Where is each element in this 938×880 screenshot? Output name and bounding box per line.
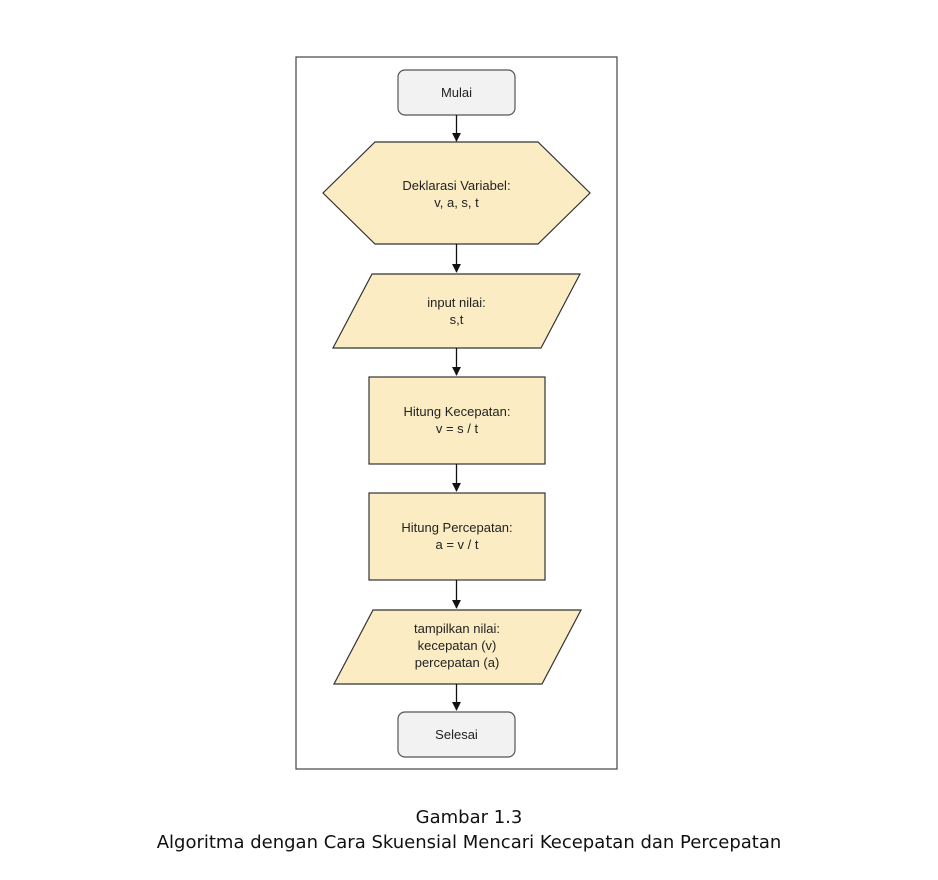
end-terminal: Selesai [397, 711, 516, 758]
start-terminal: Mulai [397, 69, 516, 116]
process-speed-node: Hitung Kecepatan: v = s / t [368, 376, 546, 465]
figure-number: Gambar 1.3 [415, 807, 523, 828]
process-accel-label-line-1: Hitung Percepatan: [401, 520, 512, 535]
end-label: Selesai [435, 727, 478, 742]
output-label-line-2: kecepatan (v) [418, 638, 497, 653]
input-node: input nilai: s,t [332, 273, 581, 349]
output-node: tampilkan nilai: kecepatan (v) percepata… [333, 609, 582, 685]
input-label-line-1: input nilai: [427, 295, 486, 310]
process-accel-label-line-2: a = v / t [436, 537, 479, 552]
declaration-label-line-1: Deklarasi Variabel: [402, 178, 510, 193]
diagram-frame [295, 56, 618, 770]
start-label: Mulai [441, 85, 472, 100]
figure-caption: Algoritma dengan Cara Skuensial Mencari … [156, 832, 782, 853]
output-label-line-1: tampilkan nilai: [414, 621, 500, 636]
process-accel-node: Hitung Percepatan: a = v / t [368, 492, 546, 581]
declaration-label-line-2: v, a, s, t [434, 195, 479, 210]
process-accel-shape [368, 492, 546, 581]
output-label-line-3: percepatan (a) [415, 655, 500, 670]
declaration-shape [322, 141, 591, 245]
end-shape [397, 711, 516, 758]
process-speed-label-line-1: Hitung Kecepatan: [404, 404, 511, 419]
input-shape [332, 273, 581, 349]
process-speed-label-line-2: v = s / t [436, 421, 479, 436]
process-speed-shape [368, 376, 546, 465]
output-shape [333, 609, 582, 685]
declaration-node: Deklarasi Variabel: v, a, s, t [322, 141, 591, 245]
input-label-line-2: s,t [450, 312, 464, 327]
